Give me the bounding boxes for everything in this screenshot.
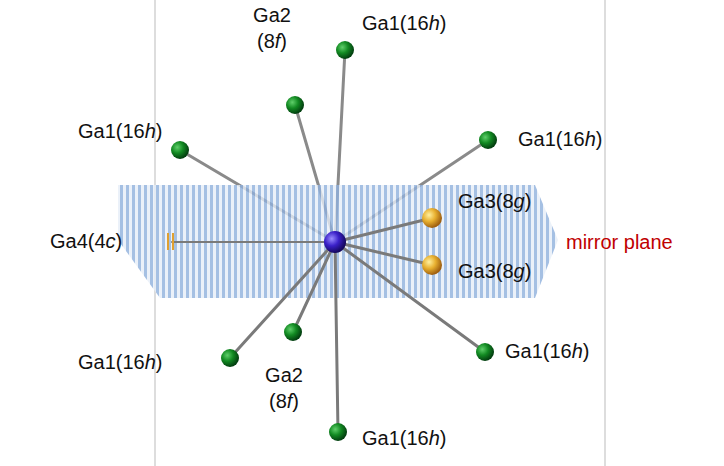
- atom-label: Ga1(16h): [362, 10, 447, 36]
- atoms: [167, 41, 497, 441]
- bond-lines: [172, 218, 485, 432]
- mirror-plane: [118, 185, 558, 298]
- atom-label: Ga2 (8f): [243, 2, 301, 54]
- atom-label: Ga1(16h): [78, 349, 163, 375]
- atom-label: Ga1(16h): [505, 338, 590, 364]
- atom-label: Ga1(16h): [78, 118, 163, 144]
- atom-label: Ga1(16h): [518, 126, 603, 152]
- atom-label: Ga3(8g): [458, 258, 531, 284]
- plane-label: mirror plane: [566, 229, 673, 255]
- atom-label: Ga3(8g): [458, 188, 531, 214]
- atom-label: Ga4(4c): [50, 228, 122, 254]
- atom-label: Ga2 (8f): [255, 362, 313, 414]
- atom-label: Ga1(16h): [362, 425, 447, 451]
